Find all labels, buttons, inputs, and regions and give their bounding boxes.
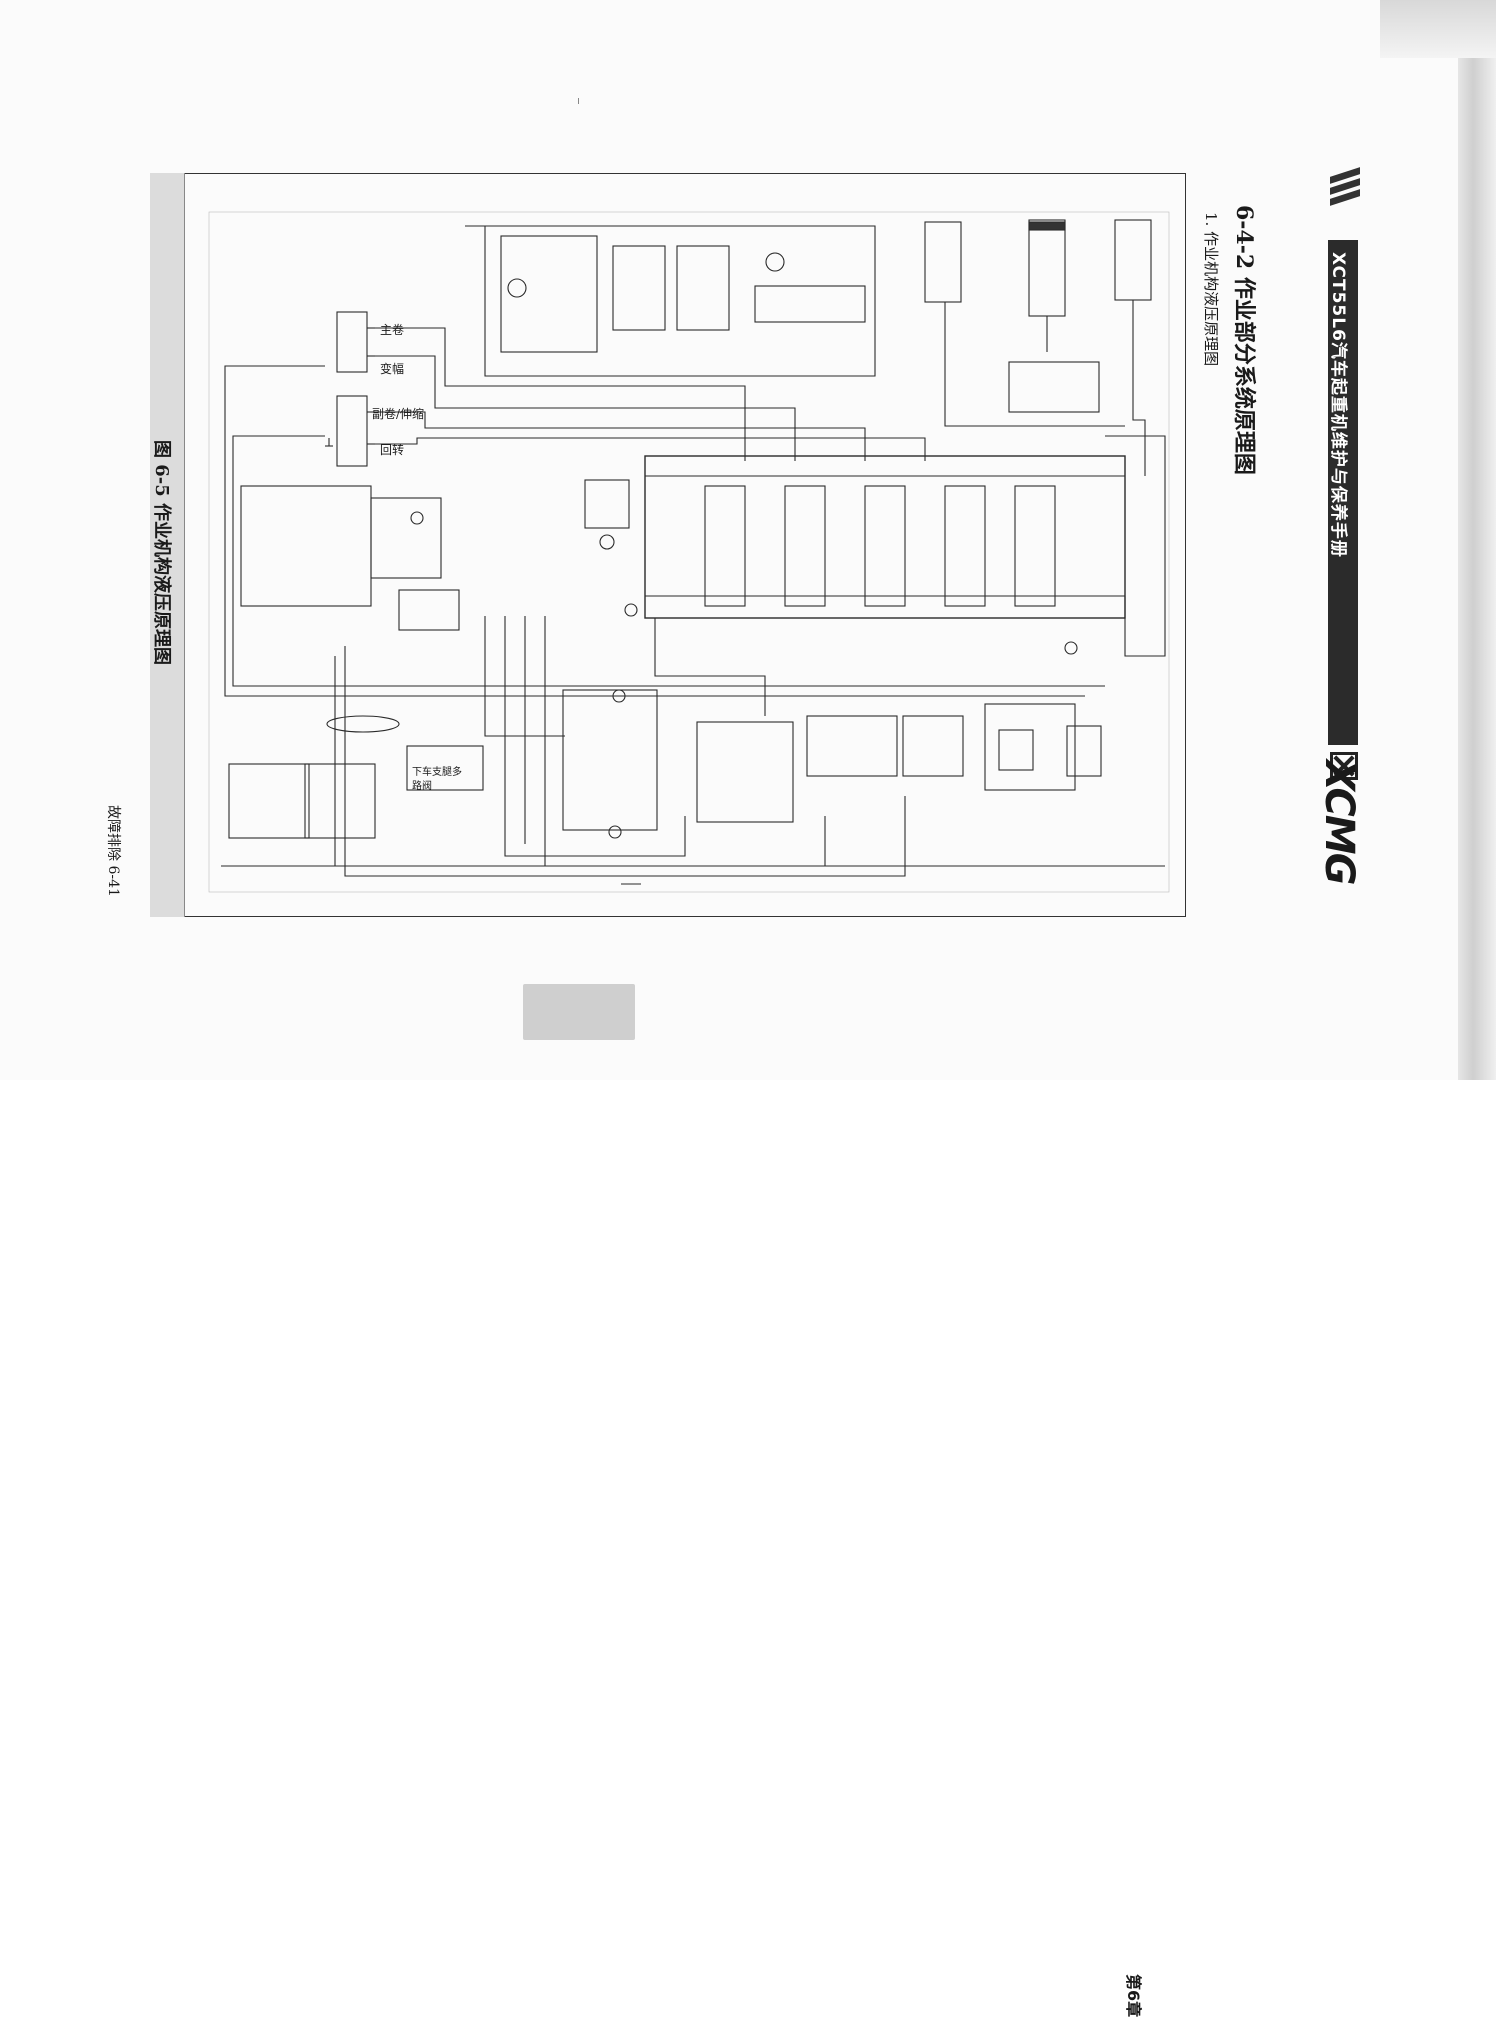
subsection-title: 1. 作业机构液压原理图 — [1202, 212, 1220, 367]
brand-bar — [1328, 240, 1358, 745]
hydraulic-schematic — [208, 211, 1170, 893]
brand-logo-text: XCMG — [1316, 760, 1362, 884]
brand-stripes-icon — [1330, 167, 1360, 218]
circuit-label-outrigger-valve: 下车支腿多路阀 — [412, 767, 462, 792]
circuit-label-luffing: 变幅 — [380, 362, 405, 376]
circuit-label-main-winch: 主卷 — [380, 323, 405, 337]
page-footer: 故障排除 6-41 — [105, 805, 121, 897]
manual-page: XCT55L6汽车起重机维护与保养手册 XCMG 6-4-2 作业部分系统原理图… — [0, 0, 1496, 1080]
circuit-label-slewing: 回转 — [380, 443, 405, 457]
scan-mark — [578, 98, 579, 104]
chapter-tab-label: 第6章 — [1124, 1974, 1143, 2017]
manual-title: XCT55L6汽车起重机维护与保养手册 — [1328, 252, 1348, 558]
figure-caption-panel — [150, 173, 185, 917]
page-corner — [1380, 0, 1496, 58]
figure-caption: 图 6-5 作业机构液压原理图 — [151, 440, 172, 666]
xcmg-logo-icon — [1330, 752, 1358, 780]
circuit-label-aux-winch-telescope: 副卷/伸缩 — [372, 407, 425, 421]
section-title: 6-4-2 作业部分系统原理图 — [1231, 205, 1257, 475]
chapter-tab: 第6章 — [523, 984, 1143, 2017]
page-fold-shadow — [1458, 0, 1496, 1080]
